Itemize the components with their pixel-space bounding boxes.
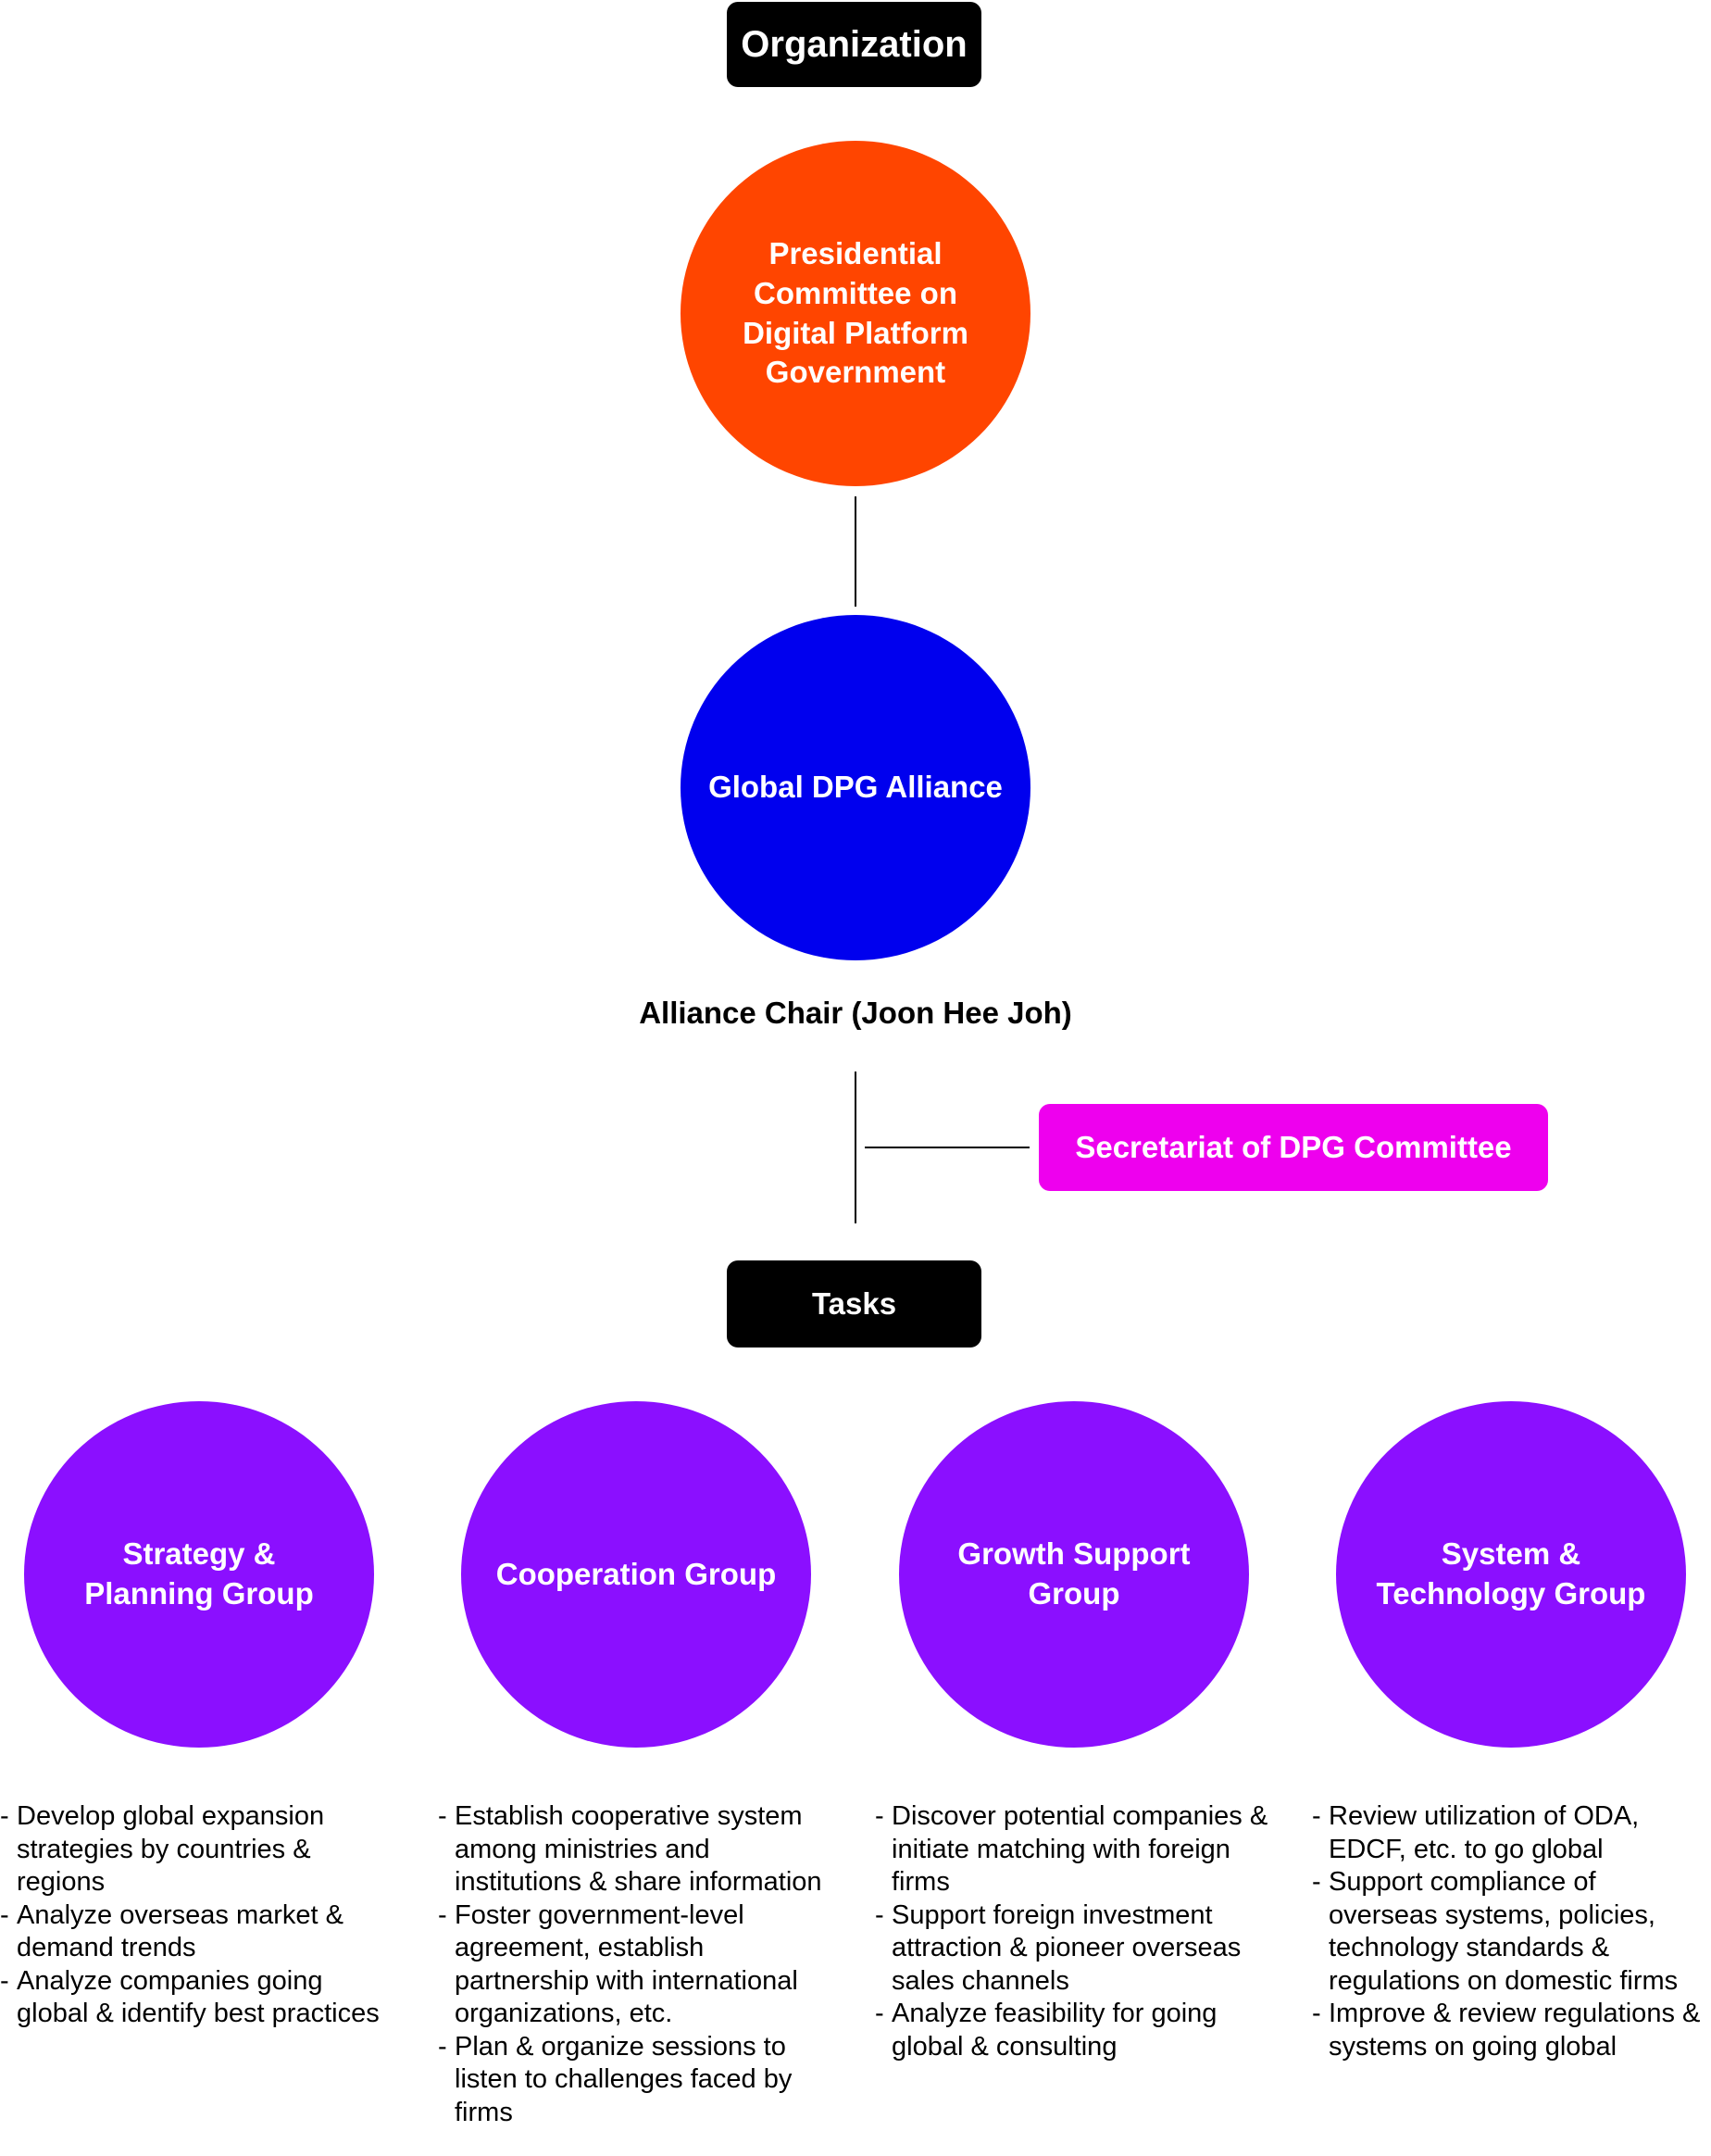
presidential-committee-line-4: Government xyxy=(765,355,946,390)
presidential-committee-node: Presidential Committee on Digital Platfo… xyxy=(681,141,1030,486)
task-item: Analyze companies going global & identif… xyxy=(0,1965,384,2031)
growth-support-task-list: Discover potential companies & initiate … xyxy=(875,1800,1268,2063)
connector-chair-tasks xyxy=(855,1072,856,1223)
organization-header: Organization xyxy=(727,2,981,87)
presidential-committee-line-1: Presidential xyxy=(768,235,943,270)
connector-secretariat xyxy=(865,1147,1030,1148)
strategy-planning-group-node: Strategy & Planning Group xyxy=(24,1401,374,1748)
task-item: Analyze feasibility for going global & c… xyxy=(875,1998,1268,2063)
strategy-planning-group-line-2: Planning Group xyxy=(84,1576,314,1611)
presidential-committee-line-3: Digital Platform xyxy=(743,315,968,350)
secretariat-label: Secretariat of DPG Committee xyxy=(1075,1130,1512,1164)
system-technology-group-line-1: System & xyxy=(1441,1536,1581,1572)
alliance-chair-label: Alliance Chair (Joon Hee Joh) xyxy=(518,996,1193,1031)
growth-support-group-node: Growth Support Group xyxy=(899,1401,1249,1748)
cooperation-group-line-1: Cooperation Group xyxy=(495,1556,777,1591)
task-item: Discover potential companies & initiate … xyxy=(875,1800,1268,1899)
tasks-header: Tasks xyxy=(727,1260,981,1348)
task-item: Improve & review regulations & systems o… xyxy=(1312,1998,1710,2063)
system-technology-group-line-2: Technology Group xyxy=(1376,1576,1646,1611)
growth-support-group-line-1: Growth Support xyxy=(957,1536,1191,1572)
growth-support-group-line-2: Group xyxy=(1028,1576,1120,1611)
system-technology-group-node: System & Technology Group xyxy=(1336,1401,1686,1748)
strategy-planning-task-list: Develop global expansion strategies by c… xyxy=(0,1800,384,2031)
presidential-committee-line-2: Committee on xyxy=(753,275,957,310)
tasks-header-label: Tasks xyxy=(811,1286,897,1321)
task-item: Support foreign investment attraction & … xyxy=(875,1899,1268,1999)
secretariat-box: Secretariat of DPG Committee xyxy=(1039,1104,1548,1191)
cooperation-group-node: Cooperation Group xyxy=(461,1401,811,1748)
task-item: Support compliance of overseas systems, … xyxy=(1312,1866,1710,1998)
cooperation-task-list: Establish cooperative system among minis… xyxy=(438,1800,831,2129)
task-item: Plan & organize sessions to listen to ch… xyxy=(438,2031,831,2130)
organization-header-label: Organization xyxy=(741,23,968,65)
task-item: Foster government-level agreement, estab… xyxy=(438,1899,831,2031)
system-technology-task-list: Review utilization of ODA, EDCF, etc. to… xyxy=(1312,1800,1710,2063)
global-dpg-alliance-label: Global DPG Alliance xyxy=(708,770,1003,805)
global-dpg-alliance-node: Global DPG Alliance xyxy=(681,615,1030,960)
task-item: Review utilization of ODA, EDCF, etc. to… xyxy=(1312,1800,1710,1866)
alliance-chair-text: Alliance Chair (Joon Hee Joh) xyxy=(639,996,1072,1030)
task-item: Establish cooperative system among minis… xyxy=(438,1800,831,1899)
task-item: Develop global expansion strategies by c… xyxy=(0,1800,384,1899)
connector-committee-alliance xyxy=(855,496,856,607)
strategy-planning-group-line-1: Strategy & xyxy=(122,1536,276,1572)
task-item: Analyze overseas market & demand trends xyxy=(0,1899,384,1965)
